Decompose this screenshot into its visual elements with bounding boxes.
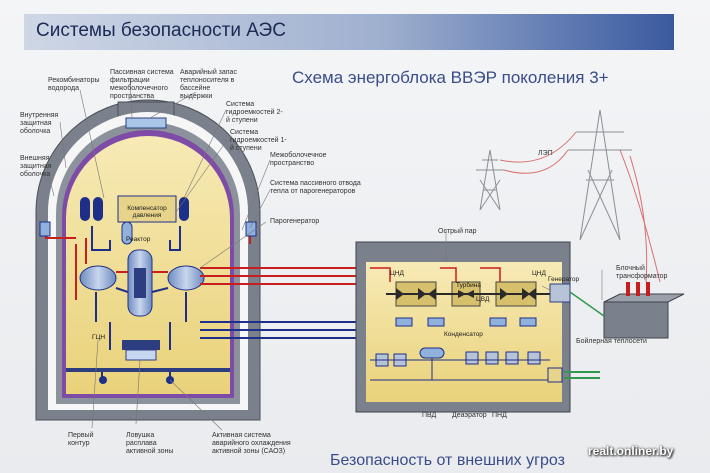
boiler-unit	[547, 367, 563, 383]
spent-fuel-pool	[125, 117, 167, 129]
label-generator: Генератор	[548, 276, 580, 283]
power-line-wires	[499, 131, 661, 283]
leader-lines	[47, 77, 603, 431]
label-power-line: ЛЭП	[538, 150, 553, 157]
eccs-pump-left	[99, 376, 107, 384]
label-hp-cylinder-right: ЦНД	[532, 270, 546, 277]
primary-loop-cold	[91, 226, 187, 380]
steam-generator-left	[79, 265, 117, 291]
feedwater-lines	[200, 321, 360, 339]
label-hydro-stage1: Система гидроемкостей 1-й ступени	[230, 129, 287, 152]
label-boiler-unit: Бойлерная теплосети	[576, 338, 647, 345]
label-turbine: Турбина	[456, 282, 481, 289]
hall-steam-piping	[370, 267, 501, 282]
label-lpp: ПНД	[492, 412, 507, 419]
turbine-cylinders	[386, 281, 552, 307]
condensers	[395, 317, 537, 327]
primary-loop-hot	[75, 238, 168, 300]
label-hp-cylinder-left: ЦНД	[390, 270, 404, 277]
steam-generator-right	[167, 265, 205, 291]
label-pressurizer: Компенсатор давления	[127, 205, 167, 219]
district-heating-lines	[564, 371, 600, 379]
generator-transformer-busbar	[569, 291, 605, 317]
scheme-title: Схема энергоблока ВВЭР поколения 3+	[292, 68, 609, 87]
block-transformer-box	[603, 282, 685, 339]
title-banner: Системы безопасности АЭС	[24, 14, 674, 50]
label-hpp: ПВД	[422, 412, 437, 419]
label-recombiners: Рекомбинаторы водорода	[48, 77, 100, 92]
label-reactor: Реактор	[126, 236, 151, 243]
label-outer-shell: Внешняя защитная оболочка	[20, 155, 52, 178]
label-condenser: Конденсатор	[444, 331, 483, 338]
label-intershell: Межоболочечное пространство	[270, 152, 327, 167]
label-deaerator: Деаэратор	[452, 412, 487, 419]
label-steam-generator: Парогенератор	[270, 218, 320, 225]
generator	[549, 283, 571, 303]
power-tower-left	[476, 149, 504, 211]
label-primary-circuit: Первый контур	[68, 432, 94, 447]
turbine-hall	[355, 241, 571, 413]
pressurizer-block	[117, 195, 177, 223]
core-catcher-pool	[125, 349, 157, 361]
pressurizer-tank	[121, 221, 133, 245]
page-title: Системы безопасности АЭС	[36, 20, 286, 41]
label-core-catcher: Ловушка расплава активной зоны	[126, 432, 174, 455]
containment-floor	[66, 368, 230, 372]
label-mcp: ГЦН	[92, 334, 106, 341]
label-passive-filter: Пассивная система фильтрации межоболочеч…	[110, 69, 174, 100]
bottom-title: Безопасность от внешних угроз	[330, 452, 565, 469]
hydro-accumulators-left	[80, 197, 103, 221]
watermark: realt.onliner.by	[588, 444, 674, 458]
label-block-transformer: Блочный трансформатор	[616, 265, 668, 280]
label-eccs: Активная система аварийного охлаждения а…	[212, 432, 291, 455]
core-catcher	[122, 340, 160, 350]
label-live-steam: Острый пар	[438, 228, 477, 235]
label-hydro-stage2: Система гидроемкостей 2-й ступени	[226, 101, 283, 124]
label-passive-heat-removal: Система пассивного отвода тепла от парог…	[270, 180, 361, 195]
reactor-vessel	[127, 249, 153, 317]
label-inner-shell: Внутренняя защитная оболочка	[20, 112, 59, 135]
feedwater-piping	[370, 358, 550, 381]
power-tower-right	[568, 109, 632, 241]
label-emergency-heat: Аварийный запас теплоносителя в бассейне…	[180, 69, 237, 100]
steam-lines	[200, 267, 360, 285]
label-lp-cylinder: ЦВД	[476, 296, 490, 303]
